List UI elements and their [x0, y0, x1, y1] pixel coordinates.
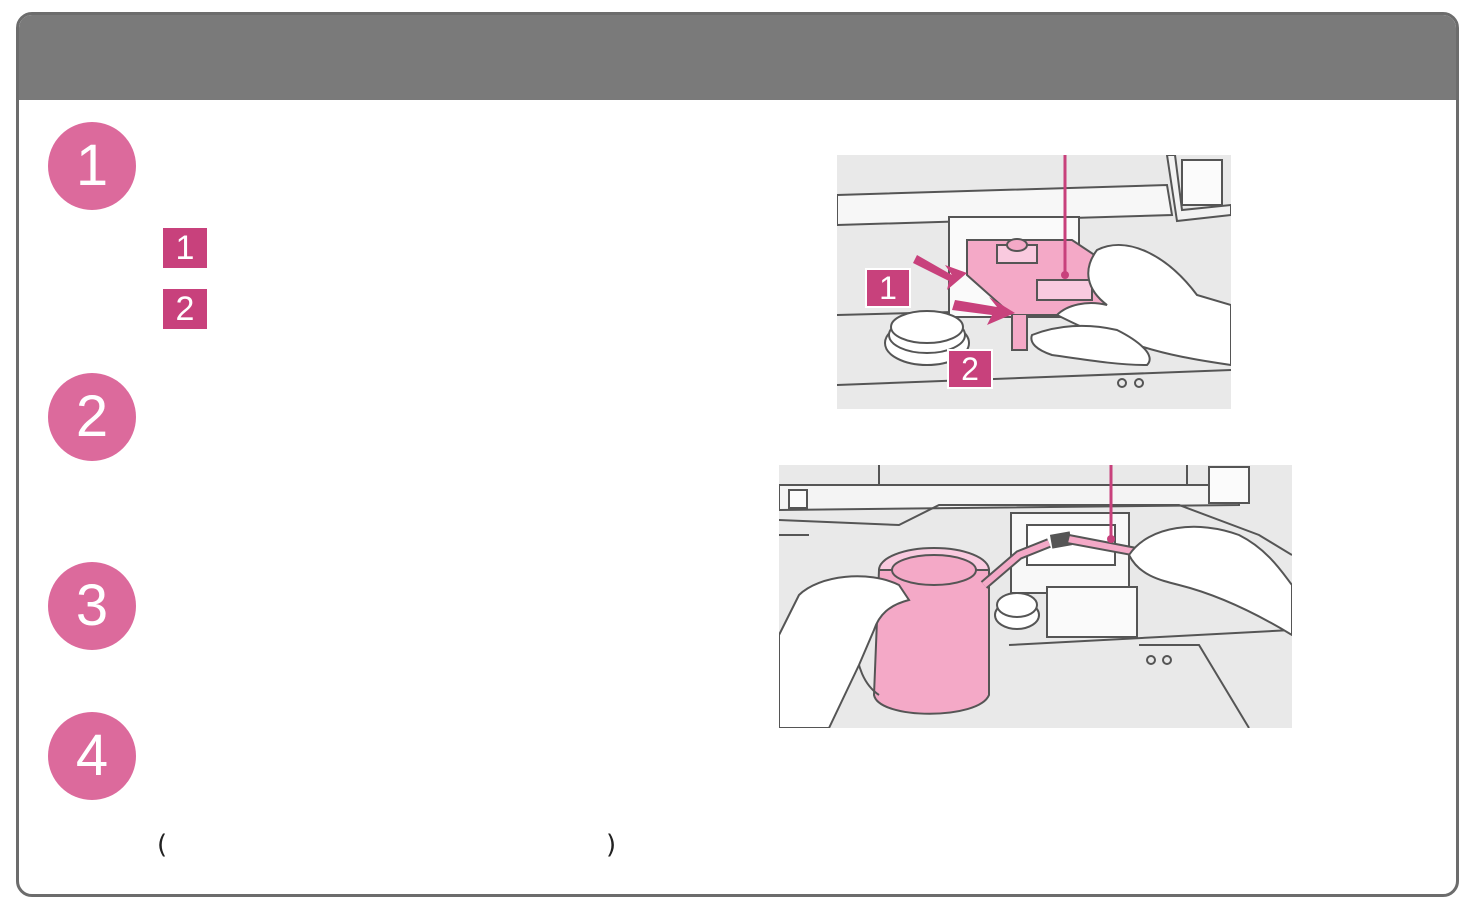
step-number-2: 2 — [48, 373, 136, 461]
substep-badge-1: 1 — [163, 228, 207, 268]
note-close-paren: ) — [606, 830, 617, 860]
remove-filter-drawing — [836, 154, 1232, 409]
instruction-panel: 1 2 3 4 1 2 ( ) — [16, 12, 1459, 897]
figure-badge-1: 1 — [865, 268, 911, 308]
step-number-3: 3 — [48, 562, 136, 650]
illustration-remove-filter: 1 2 — [836, 154, 1232, 409]
step-number-4: 4 — [48, 712, 136, 800]
clean-housing-drawing — [778, 465, 1293, 729]
step-number-1: 1 — [48, 122, 136, 210]
panel-header — [19, 15, 1456, 100]
illustration-clean-housing — [778, 465, 1293, 729]
note-open-paren: ( — [157, 830, 168, 860]
substep-badge-2: 2 — [163, 289, 207, 329]
figure-badge-2: 2 — [947, 349, 993, 389]
